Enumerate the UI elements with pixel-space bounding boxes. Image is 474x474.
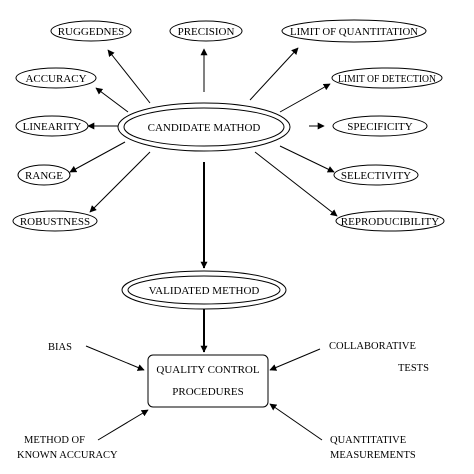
quantitative-line2-label: MEASUREMENTS <box>330 450 416 461</box>
attribute-precision: PRECISION <box>169 20 243 42</box>
quantitative-line1-label: QUANTITATIVE <box>330 435 406 446</box>
arrow-from-bias <box>85 345 145 371</box>
attribute-loq: LIMIT OF QUANTITATION <box>281 19 427 43</box>
validated-method-label: VALIDATED METHOD <box>149 285 260 297</box>
quality-control-node: QUALITY CONTROL PROCEDURES <box>147 354 269 408</box>
lod-label: LIMIT OF DETECTION <box>338 73 436 85</box>
candidate-method-node: CANDIDATE MATHOD <box>117 102 291 152</box>
attribute-lod: LIMIT OF DETECTION <box>331 67 443 89</box>
attribute-ruggedness: RUGGEDNES <box>50 20 132 42</box>
collaborative-line1-label: COLLABORATIVE <box>329 341 416 352</box>
validated-method-node: VALIDATED METHOD <box>121 270 287 310</box>
selectivity-label: SELECTIVITY <box>341 170 411 182</box>
attribute-selectivity: SELECTIVITY <box>333 164 419 186</box>
attribute-reproducibility: REPRODUCIBILITY <box>335 210 445 232</box>
candidate-method-label: CANDIDATE MATHOD <box>148 122 261 134</box>
arrow-from-collaborative <box>269 348 321 371</box>
attribute-range: RANGE <box>17 164 71 186</box>
arrow-to-reproducibility <box>254 151 338 217</box>
collaborative-line2-label: TESTS <box>398 363 429 374</box>
attribute-accuracy: ACCURACY <box>15 67 97 89</box>
loq-label: LIMIT OF QUANTITATION <box>290 26 418 38</box>
precision-label: PRECISION <box>178 26 235 38</box>
known-accuracy-line1-label: METHOD OF <box>24 435 85 446</box>
qc-line2-label: PROCEDURES <box>172 386 244 398</box>
accuracy-label: ACCURACY <box>25 73 86 85</box>
arrow-to-lod <box>279 83 331 113</box>
arrow-from-known-accuracy <box>97 409 149 441</box>
arrow-to-loq <box>249 47 299 101</box>
qc-line1-label: QUALITY CONTROL <box>156 364 259 376</box>
arrows-group <box>69 47 338 441</box>
known-accuracy-line2-label: KNOWN ACCURACY <box>17 450 118 461</box>
robustness-label: ROBUSTNESS <box>20 216 90 228</box>
attribute-robustness: ROBUSTNESS <box>12 210 98 232</box>
specificity-label: SPECIFICITY <box>347 121 412 133</box>
arrow-to-robustness <box>89 151 151 213</box>
arrow-to-range <box>69 141 126 173</box>
bias-label: BIAS <box>48 342 72 353</box>
arrow-to-ruggedness <box>107 49 151 104</box>
reproducibility-label: REPRODUCIBILITY <box>341 216 439 228</box>
arrow-from-quantitative <box>269 403 323 441</box>
arrow-to-selectivity <box>279 145 335 173</box>
attribute-linearity: LINEARITY <box>15 115 89 137</box>
ruggedness-label: RUGGEDNES <box>58 26 125 38</box>
attribute-specificity: SPECIFICITY <box>332 115 428 137</box>
arrow-to-accuracy <box>95 87 129 113</box>
linearity-label: LINEARITY <box>23 121 82 133</box>
range-label: RANGE <box>25 170 63 182</box>
